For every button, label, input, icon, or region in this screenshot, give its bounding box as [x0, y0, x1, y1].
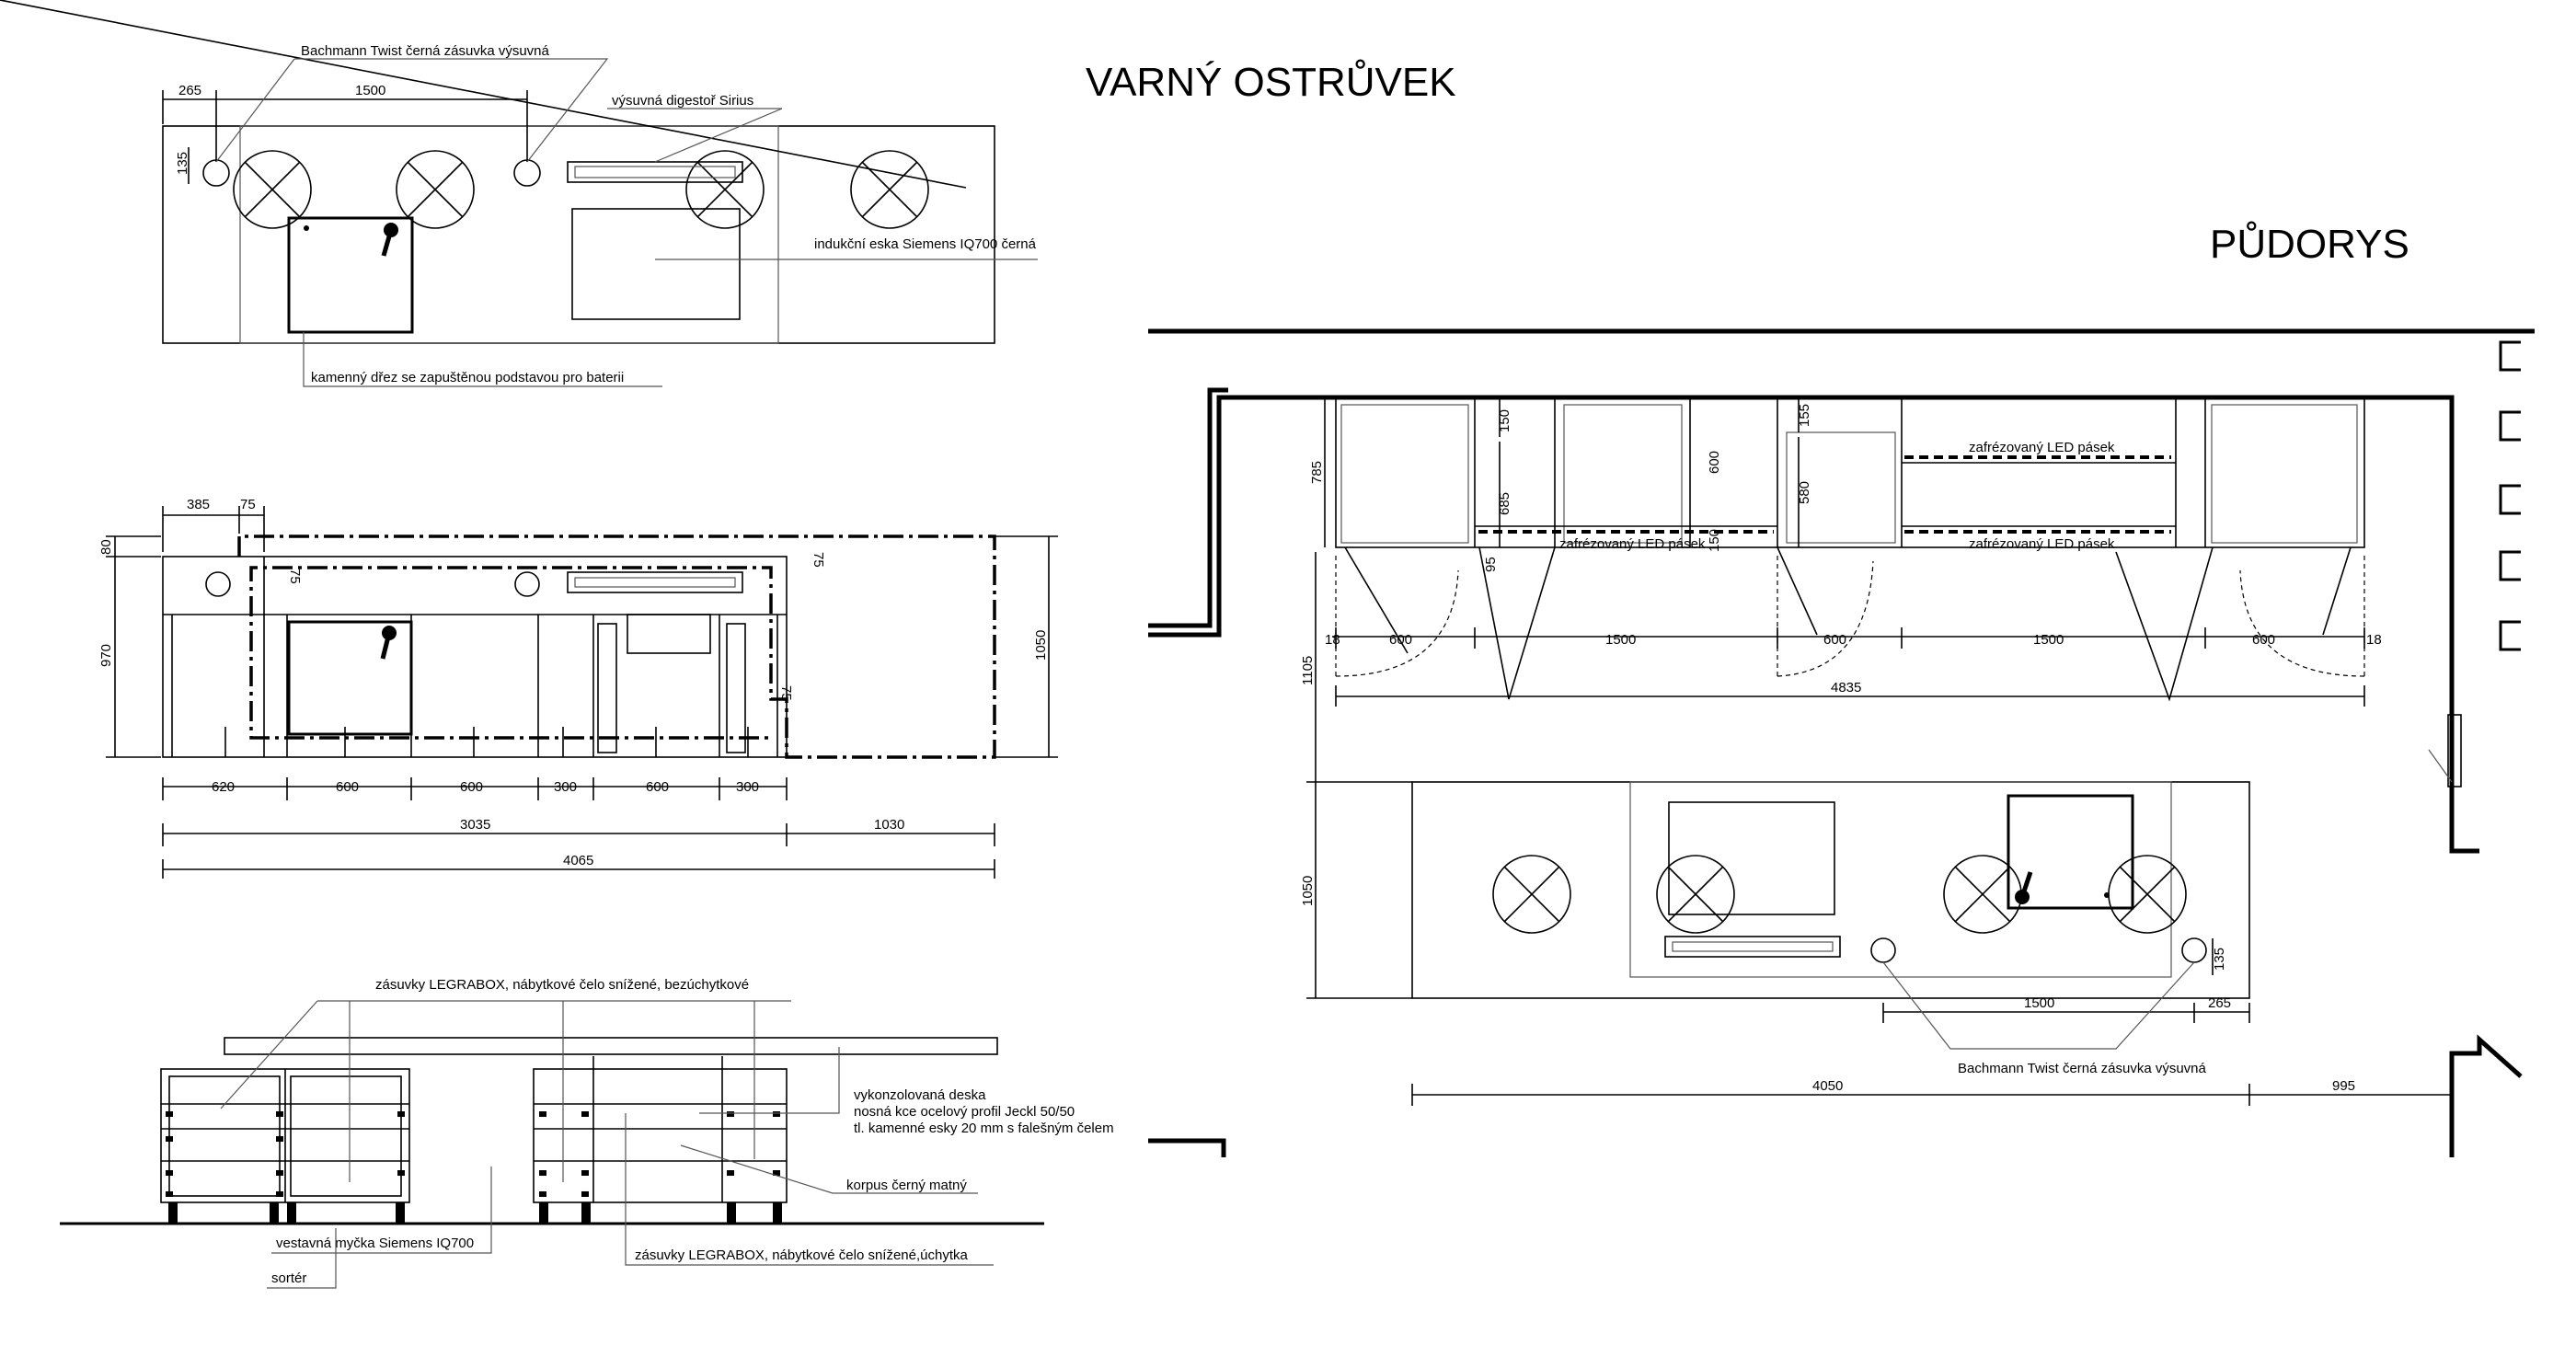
wall-bottom-right [2449, 1034, 2523, 1157]
dim-4050: 4050 [1812, 1078, 1843, 1094]
dim-970: 970 [98, 644, 114, 667]
dim-1050-plan: 1050 [1300, 876, 1316, 906]
dim-135-top: 135 [175, 152, 190, 175]
dim-3035: 3035 [460, 817, 490, 833]
module-dim-4: 300 [554, 779, 577, 795]
sink-rect [287, 216, 414, 334]
dim-150-a: 150 [1497, 409, 1512, 432]
label-led-left: zafrézovaný LED pásek [1559, 536, 1706, 552]
module-dim-1: 620 [212, 779, 235, 795]
dim-4835: 4835 [1831, 680, 1861, 695]
row-dim-6: 600 [2252, 632, 2275, 648]
socket-plan-1 [1870, 937, 1896, 963]
countertop-side [224, 1037, 998, 1055]
label-drawers-top: zásuvky LEGRABOX, nábytkové čelo snížené… [375, 977, 749, 993]
light-circle-4 [850, 150, 929, 229]
plan-title: PŮDORYS [2210, 220, 2409, 267]
hob-rect [571, 208, 741, 320]
socket-circle-1 [202, 159, 230, 187]
island-plan [1411, 781, 2250, 999]
island-side-view: zásuvky LEGRABOX, nábytkové čelo snížené… [60, 977, 1114, 1289]
sink-plan [2007, 794, 2134, 910]
label-led-top: zafrézovaný LED pásek [1969, 440, 2115, 455]
module-dim-3: 600 [460, 779, 483, 795]
dim-75-b: 75 [811, 552, 826, 568]
row-dim-4: 600 [1823, 632, 1846, 648]
floor-plan: zafrézovaný LED pásek zafrézovaný LED pá… [1148, 328, 2535, 1157]
label-hob: indukční eska Siemens IQ700 černá [814, 236, 1037, 252]
row-dim-3: 1500 [1605, 632, 1636, 648]
dim-80: 80 [98, 539, 114, 555]
label-desk-2: nosná kce ocelový profil Jeckl 50/50 [854, 1104, 1075, 1120]
island-front-view: 385 75 80 970 1050 75 75 75 620 600 600 … [98, 497, 1058, 879]
label-sink: kamenný dřez se zapuštěnou podstavou pro… [311, 370, 624, 385]
hob-plan [1668, 801, 1835, 915]
label-desk-1: vykonzolovaná deska [854, 1087, 986, 1103]
module-dim-6: 300 [736, 779, 759, 795]
label-led-right: zafrézovaný LED pásek [1969, 536, 2115, 552]
label-desk-3: tl. kamenné esky 20 mm s falešným čelem [854, 1121, 1114, 1136]
dim-995: 995 [2332, 1078, 2355, 1094]
dim-75-front: 75 [240, 497, 256, 512]
dim-265-top: 265 [178, 83, 201, 98]
light-circle-2 [396, 150, 475, 229]
dim-75-a: 75 [287, 569, 303, 584]
sink-front [287, 620, 413, 736]
dim-1030: 1030 [874, 817, 904, 833]
label-socket-plan: Bachmann Twist černá zásuvka výsuvná [1958, 1061, 2207, 1076]
dim-1500-top: 1500 [355, 83, 385, 98]
hood-rect [567, 161, 743, 183]
module-dim-2: 600 [336, 779, 359, 795]
socket-circle-2 [513, 159, 541, 187]
light-circle-3 [685, 150, 765, 229]
wall-bottom-left [1148, 1138, 1226, 1157]
hood-front [567, 571, 743, 593]
dim-155: 155 [1797, 404, 1812, 427]
label-socket-top: Bachmann Twist černá zásuvka výsuvná [301, 43, 550, 59]
label-sorter: sortér [271, 1270, 306, 1286]
light-plan-4 [2108, 855, 2187, 934]
socket-plan-2 [2181, 937, 2207, 963]
dim-785: 785 [1309, 461, 1325, 484]
light-plan-1 [1492, 855, 1571, 934]
module-dim-5: 600 [646, 779, 669, 795]
dim-75-c: 75 [778, 685, 794, 701]
light-circle-1 [233, 150, 312, 229]
dim-4065: 4065 [563, 853, 593, 868]
wall-main [1148, 395, 2479, 854]
label-hood: výsuvná digestoř Sirius [612, 93, 753, 109]
label-dishwasher: vestavná myčka Siemens IQ700 [276, 1236, 474, 1251]
row-dim-5: 1500 [2033, 632, 2064, 648]
dim-150-b: 150 [1707, 529, 1722, 552]
label-drawers-bottom: zásuvky LEGRABOX, nábytkové čelo snížené… [635, 1247, 969, 1263]
main-title: VARNÝ OSTRŮVEK [1086, 58, 1456, 105]
socket-circle-front-1 [205, 571, 231, 597]
dim-600-v: 600 [1707, 451, 1722, 474]
dim-1500-plan: 1500 [2024, 995, 2054, 1011]
hood-plan [1664, 936, 1841, 958]
row-dim-2: 600 [1389, 632, 1412, 648]
dim-685: 685 [1497, 492, 1512, 515]
island-top-view: 265 1500 135 Bachmann Twist černá zásuvk… [0, 0, 1038, 387]
dim-95: 95 [1483, 557, 1499, 572]
dim-385: 385 [187, 497, 210, 512]
label-body: korpus černý matný [846, 1178, 967, 1193]
socket-circle-front-2 [514, 571, 540, 597]
light-plan-2 [1656, 855, 1735, 934]
dim-265-plan: 265 [2208, 995, 2231, 1011]
dim-1050-front: 1050 [1033, 630, 1049, 661]
dim-135-plan: 135 [2212, 948, 2227, 971]
row-dim-1: 18 [1325, 632, 1340, 648]
dim-1105: 1105 [1300, 656, 1316, 685]
row-dim-7: 18 [2366, 632, 2382, 648]
dim-580: 580 [1797, 481, 1812, 504]
